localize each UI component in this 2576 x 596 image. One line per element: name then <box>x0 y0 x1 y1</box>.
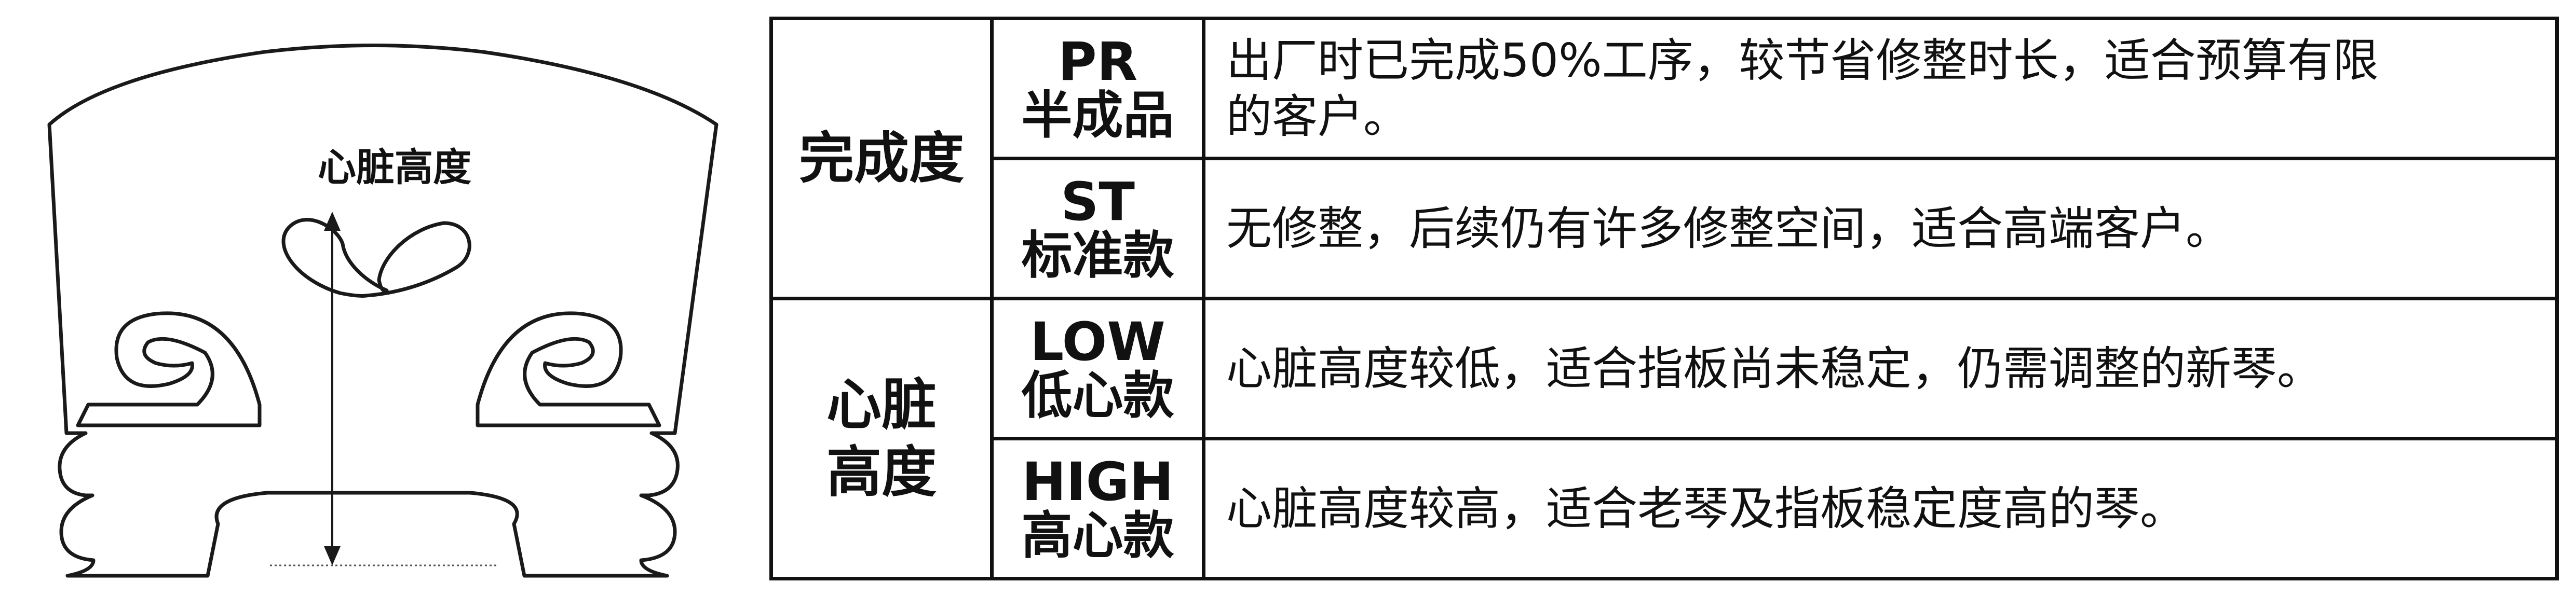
code-zh-low: 低心款 <box>1021 366 1174 425</box>
code-cell-st: ST 标准款 <box>990 157 1205 300</box>
height-arrow-bottom <box>324 546 341 565</box>
code-en-pr: PR <box>1057 31 1138 93</box>
code-cell-pr: PR 半成品 <box>990 17 1205 160</box>
bridge-spec-table: 完成度 PR 半成品 出厂时已完成50%工序，较节省修整时长，适合预算有限 的客… <box>769 17 2559 580</box>
table-row-high: HIGH 高心款 心脏高度较高，适合老琴及指板稳定度高的琴。 <box>771 437 2559 580</box>
description-st: 无修整，后续仍有许多修整空间，适合高端客户。 <box>1202 157 2559 300</box>
code-zh-high: 高心款 <box>1021 506 1174 565</box>
code-zh-pr: 半成品 <box>1021 86 1174 145</box>
bridge-outline <box>47 44 718 578</box>
category-completion: 完成度 <box>769 17 994 300</box>
description-low-line-1: 心脏高度较低，适合指板尚未稳定，仍需调整的新琴。 <box>1226 341 2323 395</box>
description-high-line-1: 心脏高度较高，适合老琴及指板稳定度高的琴。 <box>1226 481 2186 535</box>
table-row-pr: 完成度 PR 半成品 出厂时已完成50%工序，较节省修整时长，适合预算有限 的客… <box>769 17 2559 300</box>
table-row-low: 心脏 高度 LOW 低心款 心脏高度较低，适合指板尚未稳定，仍需调整的新琴。 <box>769 297 2559 580</box>
code-zh-st: 标准款 <box>1021 226 1174 285</box>
description-high: 心脏高度较高，适合老琴及指板稳定度高的琴。 <box>1202 437 2559 580</box>
category-completion-label: 完成度 <box>799 126 964 190</box>
table-row-st: ST 标准款 无修整，后续仍有许多修整空间，适合高端客户。 <box>771 157 2559 300</box>
code-cell-high: HIGH 高心款 <box>990 437 1205 580</box>
description-st-line-1: 无修整，后续仍有许多修整空间，适合高端客户。 <box>1226 201 2232 255</box>
violin-bridge-diagram: 心脏高度 <box>47 44 718 578</box>
category-heart-height-line-1: 心脏 <box>826 373 937 437</box>
category-heart-height: 心脏 高度 <box>769 297 994 580</box>
bridge-left-ear-cutout <box>76 311 262 427</box>
description-pr-line-1: 出厂时已完成50%工序，较节省修整时长，适合预算有限 <box>1226 34 2379 88</box>
description-low: 心脏高度较低，适合指板尚未稳定，仍需调整的新琴。 <box>1202 297 2559 440</box>
height-arrow-top <box>324 212 341 231</box>
code-cell-low: LOW 低心款 <box>990 297 1205 440</box>
category-heart-height-line-2: 高度 <box>826 440 937 504</box>
description-pr-line-2: 的客户。 <box>1226 89 1409 143</box>
description-pr: 出厂时已完成50%工序，较节省修整时长，适合预算有限 的客户。 <box>1202 17 2559 160</box>
heart-height-label: 心脏高度 <box>318 145 471 190</box>
code-en-high: HIGH <box>1022 451 1174 513</box>
code-en-low: LOW <box>1030 311 1165 373</box>
bridge-right-ear-cutout <box>476 311 661 427</box>
code-en-st: ST <box>1060 171 1135 233</box>
bridge-heart-cutout <box>281 218 471 298</box>
